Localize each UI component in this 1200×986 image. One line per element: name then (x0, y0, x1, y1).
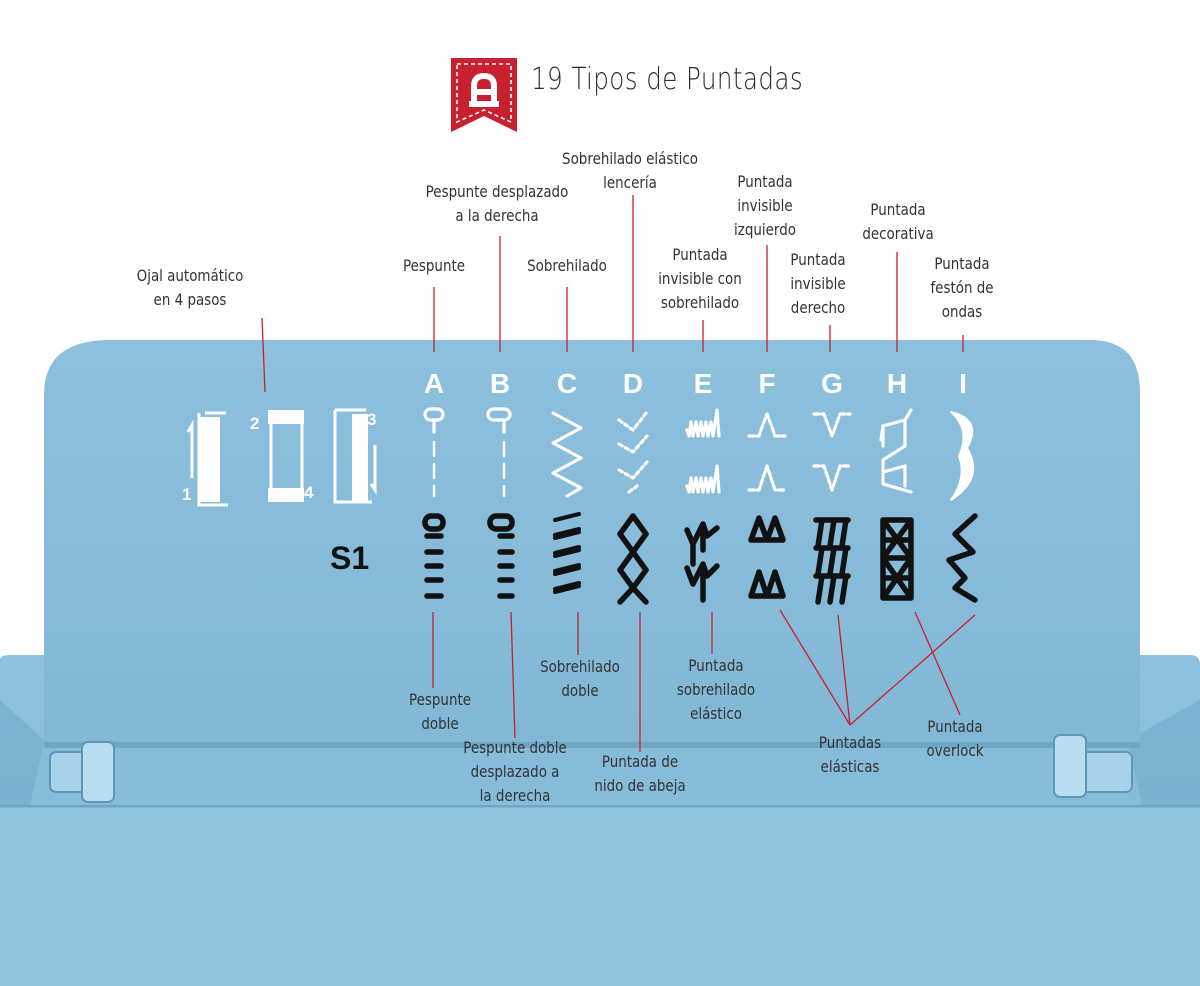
leader-line-18 (914, 611, 961, 716)
column-letter-f: F (758, 368, 776, 399)
stitch-panel (44, 340, 1140, 803)
leader-line-17 (849, 614, 976, 726)
blind-right-stitch-icon (812, 412, 852, 492)
label-sobrehilado-elastico: Sobrehilado elástico lencería (562, 149, 698, 192)
column-letter-c: C (556, 368, 578, 399)
scallop-stitch-icon (950, 411, 975, 501)
overlock-stitch-icon (880, 517, 914, 601)
s1-stitch-row (422, 512, 978, 605)
zigzag-stitch-icon (551, 411, 583, 498)
honeycomb-stitch-icon (617, 513, 649, 605)
blind-overlock-stitch-icon (685, 408, 721, 494)
label-feston-ondas: Puntada festón de ondas (930, 254, 994, 321)
brand-badge-icon (451, 58, 517, 132)
label-sobrehilado: Sobrehilado (527, 256, 607, 275)
buttonhole-step-1-number: 1 (182, 485, 192, 504)
leader-lines (261, 195, 976, 752)
leader-line-16 (837, 614, 851, 726)
buttonhole-step-2-icon (268, 410, 304, 502)
column-letter-d: D (622, 368, 644, 399)
label-pespunte-doble-desplazado: Pespunte doble desplazado a la derecha (463, 738, 567, 805)
label-sobrehilado-elastico-s1: Puntada sobrehilado elástico (676, 656, 756, 723)
buttonhole-step-1-icon (186, 411, 228, 507)
elastic-lingerie-stitch-icon (617, 410, 649, 494)
label-pespunte: Pespunte (402, 256, 466, 275)
buttonhole-step-icons (186, 408, 377, 507)
leader-line-11 (510, 611, 516, 739)
column-letter-h: H (886, 368, 908, 399)
label-invisible-sobrehilado: Puntada invisible con sobrehilado (658, 245, 742, 312)
column-letter-a: A (423, 368, 445, 399)
label-puntadas-elasticas: Puntadas elásticas (818, 733, 882, 776)
column-letter-b: B (489, 368, 511, 399)
blind-left-stitch-icon (747, 412, 787, 492)
double-overlock-stitch-icon (553, 512, 581, 594)
buttonhole-step-3-number: 3 (367, 410, 377, 429)
badge-spacer (451, 58, 517, 132)
elastic-zigzag-stitch-icon (946, 513, 978, 603)
buttonhole-step-2-number: 2 (250, 414, 260, 433)
column-letter-i: I (959, 368, 967, 399)
elastic-slant-stitch-icon (813, 517, 851, 605)
page-title: 19 Tipos de Puntadas (531, 62, 804, 97)
label-invisible-izquierdo: Puntada invisible izquierdo (734, 172, 796, 239)
row-label-s1: S1 (330, 540, 370, 576)
column-letter-e: E (693, 368, 713, 399)
elastic-triangle-stitch-icon (748, 515, 786, 599)
leader-line-0 (261, 317, 266, 393)
label-invisible-derecho: Puntada invisible derecho (790, 250, 846, 317)
label-pespunte-desplazado: Pespunte desplazado a la derecha (425, 182, 569, 225)
label-puntada-overlock: Puntada overlock (926, 717, 984, 760)
column-letter-g: G (821, 368, 843, 399)
label-decorativa: Puntada decorativa (862, 200, 934, 243)
triple-straight-right-stitch-icon (487, 513, 515, 599)
buttonhole-step-3-icon (333, 408, 377, 504)
page-title-group: 19 Tipos de Puntadas (451, 58, 863, 132)
leader-line-15 (779, 609, 851, 726)
decorative-stitch-icon (879, 408, 913, 494)
label-pespunte-doble: Pespunte doble (408, 690, 472, 733)
straight-right-stitch-icon (486, 407, 512, 498)
label-sobrehilado-doble: Sobrehilado doble (540, 657, 620, 700)
elastic-overlock-stitch-icon (684, 521, 720, 603)
white-stitch-row (423, 407, 975, 501)
straight-stitch-icon (423, 407, 445, 498)
buttonhole-label: Ojal automático en 4 pasos (136, 266, 244, 309)
label-nido-abeja: Puntada de nido de abeja (594, 752, 686, 795)
buttonhole-step-4-number: 4 (304, 483, 314, 502)
triple-straight-stitch-icon (422, 513, 446, 599)
